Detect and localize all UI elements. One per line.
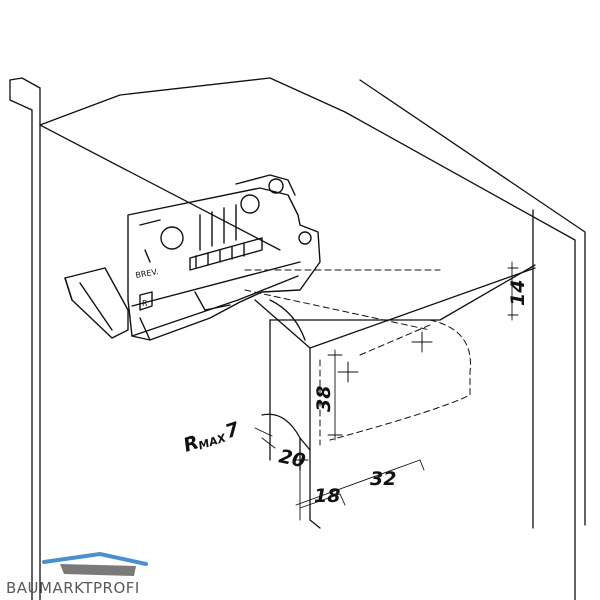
dimension-18: 18	[314, 485, 340, 507]
dimension-20: 20	[277, 445, 307, 472]
radius-max: MAX	[197, 431, 228, 452]
roof-logo-icon	[42, 552, 148, 576]
dimension-32: 32	[370, 468, 396, 490]
hinge-cup-cutout	[244, 269, 471, 446]
dimension-lines	[254, 261, 519, 521]
baumarktprofi-logo: BAUMARKTPROFI	[6, 552, 176, 598]
dimension-38: 38	[313, 386, 335, 412]
center-marks	[337, 331, 433, 383]
concealed-hinge	[64, 174, 321, 341]
dimension-14: 14	[507, 280, 529, 306]
brev-label: BREV.	[135, 267, 159, 280]
radius-annotation: R MAX 7	[181, 418, 243, 457]
logo-text: BAUMARKTPROFI	[6, 579, 140, 597]
radius-letter: R	[181, 431, 202, 456]
cabinet-carcass	[9, 77, 586, 600]
r-mark-label: R	[142, 299, 148, 308]
